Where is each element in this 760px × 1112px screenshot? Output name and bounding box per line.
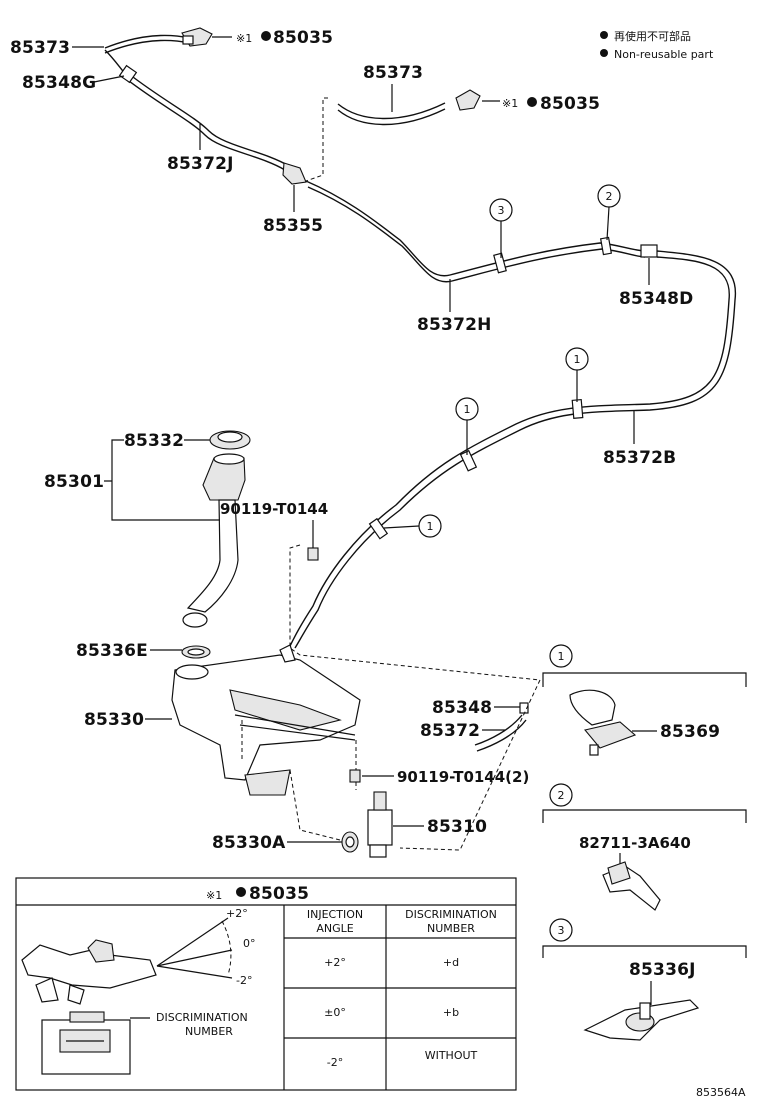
- row1-number: +d: [443, 956, 459, 969]
- diagram-id: 853564A: [696, 1086, 746, 1099]
- label-85369: 85369: [660, 722, 720, 742]
- label-90119-upper: 90119-T0144: [220, 500, 328, 518]
- label-85348D: 85348D: [619, 289, 693, 309]
- legend-en: Non-reusable part: [614, 48, 714, 61]
- label-85372: 85372: [420, 721, 480, 741]
- detail-panel-1: 1 85369: [542, 644, 747, 756]
- label-90119-lower: 90119-T0144(2): [397, 768, 529, 786]
- callout-2-top: 2: [597, 184, 621, 241]
- label-85301: 85301: [44, 472, 104, 492]
- clip-1-lower[interactable]: [368, 517, 389, 540]
- angle-zero: 0°: [243, 937, 256, 950]
- svg-text:1: 1: [464, 403, 471, 416]
- hose-85372-small[interactable]: [474, 714, 527, 752]
- svg-text:1: 1: [574, 353, 581, 366]
- hose-85372B[interactable]: [289, 250, 737, 649]
- legend-jp: 再使用不可部品: [614, 29, 691, 43]
- row2-angle: ±0°: [324, 1006, 346, 1019]
- detail-panel-2: 2 82711-3A640: [542, 783, 747, 911]
- bolt-90119-lower[interactable]: [349, 769, 361, 783]
- label-85336E: 85336E: [76, 641, 148, 661]
- svg-text:3: 3: [498, 204, 505, 217]
- disc-label-2: NUMBER: [185, 1025, 233, 1038]
- grommet-85330A[interactable]: [341, 831, 359, 853]
- connector-85348G[interactable]: [118, 64, 138, 84]
- callout-1-c: 1: [383, 514, 442, 538]
- detail-panel-3: 3 85336J: [542, 918, 747, 1041]
- hose-85372H[interactable]: [305, 180, 646, 283]
- row1-angle: +2°: [324, 956, 346, 969]
- connector-85355[interactable]: [282, 162, 307, 185]
- row3-angle: -2°: [327, 1056, 343, 1069]
- callout-1-b: 1: [455, 397, 479, 455]
- nozzle-85035-right[interactable]: [455, 89, 481, 111]
- label-85310: 85310: [427, 817, 487, 837]
- header-disc-2: NUMBER: [427, 922, 475, 935]
- clip-1-upper[interactable]: [571, 398, 584, 419]
- callout-1-a: 1: [565, 347, 589, 402]
- label-85035-b: 85035: [540, 94, 600, 114]
- svg-text:2: 2: [606, 190, 613, 203]
- angle-plus2: +2°: [226, 907, 248, 920]
- label-85348G: 85348G: [22, 73, 96, 93]
- nozzle-detail-table: ※1 85035 INJECTION ANGLE DISCRIMINATION …: [15, 877, 517, 1091]
- label-85035-a: 85035: [273, 28, 333, 48]
- filler-neck-85301[interactable]: [182, 453, 246, 628]
- pump-85310[interactable]: [367, 791, 393, 858]
- label-85355: 85355: [263, 216, 323, 236]
- label-85373-a: 85373: [10, 38, 70, 58]
- packing-85336E[interactable]: [181, 645, 211, 659]
- row3-number: WITHOUT: [425, 1049, 478, 1062]
- row2-number: +b: [443, 1006, 459, 1019]
- clip-2-on-85372H[interactable]: [599, 236, 613, 256]
- clamp-85336J[interactable]: [583, 999, 700, 1041]
- hose-85373-right[interactable]: [337, 102, 446, 126]
- clip-82711[interactable]: [602, 861, 661, 911]
- angle-minus2: -2°: [236, 974, 252, 987]
- label-85372B: 85372B: [603, 448, 676, 468]
- label-82711: 82711-3A640: [579, 834, 691, 852]
- hose-85372J[interactable]: [104, 34, 290, 171]
- bolt-90119-upper[interactable]: [307, 540, 319, 561]
- header-injection-1: INJECTION: [307, 908, 363, 921]
- label-85348: 85348: [432, 698, 492, 718]
- header-disc-1: DISCRIMINATION: [405, 908, 497, 921]
- spray-angle-fan: [156, 917, 233, 979]
- clip-85369[interactable]: [569, 689, 637, 756]
- nozzle-illustration: [21, 939, 157, 1005]
- svg-text:1: 1: [558, 650, 565, 663]
- tank-85330[interactable]: [171, 644, 361, 796]
- svg-text:2: 2: [558, 789, 565, 802]
- label-85373-b: 85373: [363, 63, 423, 83]
- discrimination-marker-illustration: [41, 1011, 131, 1075]
- ref-mark-b: ※1: [502, 97, 518, 110]
- nozzle-85035-left[interactable]: [181, 27, 213, 47]
- svg-text:3: 3: [558, 924, 565, 937]
- label-85332: 85332: [124, 431, 184, 451]
- connector-85348D[interactable]: [640, 244, 658, 258]
- clip-3-on-85372H[interactable]: [493, 252, 507, 274]
- label-85330A: 85330A: [212, 833, 286, 853]
- clip-1-middle[interactable]: [459, 449, 478, 472]
- header-injection-2: ANGLE: [316, 922, 353, 935]
- label-85336J: 85336J: [629, 960, 696, 980]
- disc-label-1: DISCRIMINATION: [156, 1011, 248, 1024]
- svg-text:1: 1: [427, 520, 434, 533]
- table-ref-mark: ※1: [206, 889, 222, 902]
- callout-3-top: 3: [489, 198, 513, 258]
- table-title-part: 85035: [249, 884, 309, 904]
- label-85372J: 85372J: [167, 154, 234, 174]
- legend: 再使用不可部品 Non-reusable part: [600, 29, 714, 61]
- cap-85332[interactable]: [209, 430, 251, 450]
- label-85372H: 85372H: [417, 315, 492, 335]
- ref-mark-a: ※1: [236, 32, 252, 45]
- label-85330: 85330: [84, 710, 144, 730]
